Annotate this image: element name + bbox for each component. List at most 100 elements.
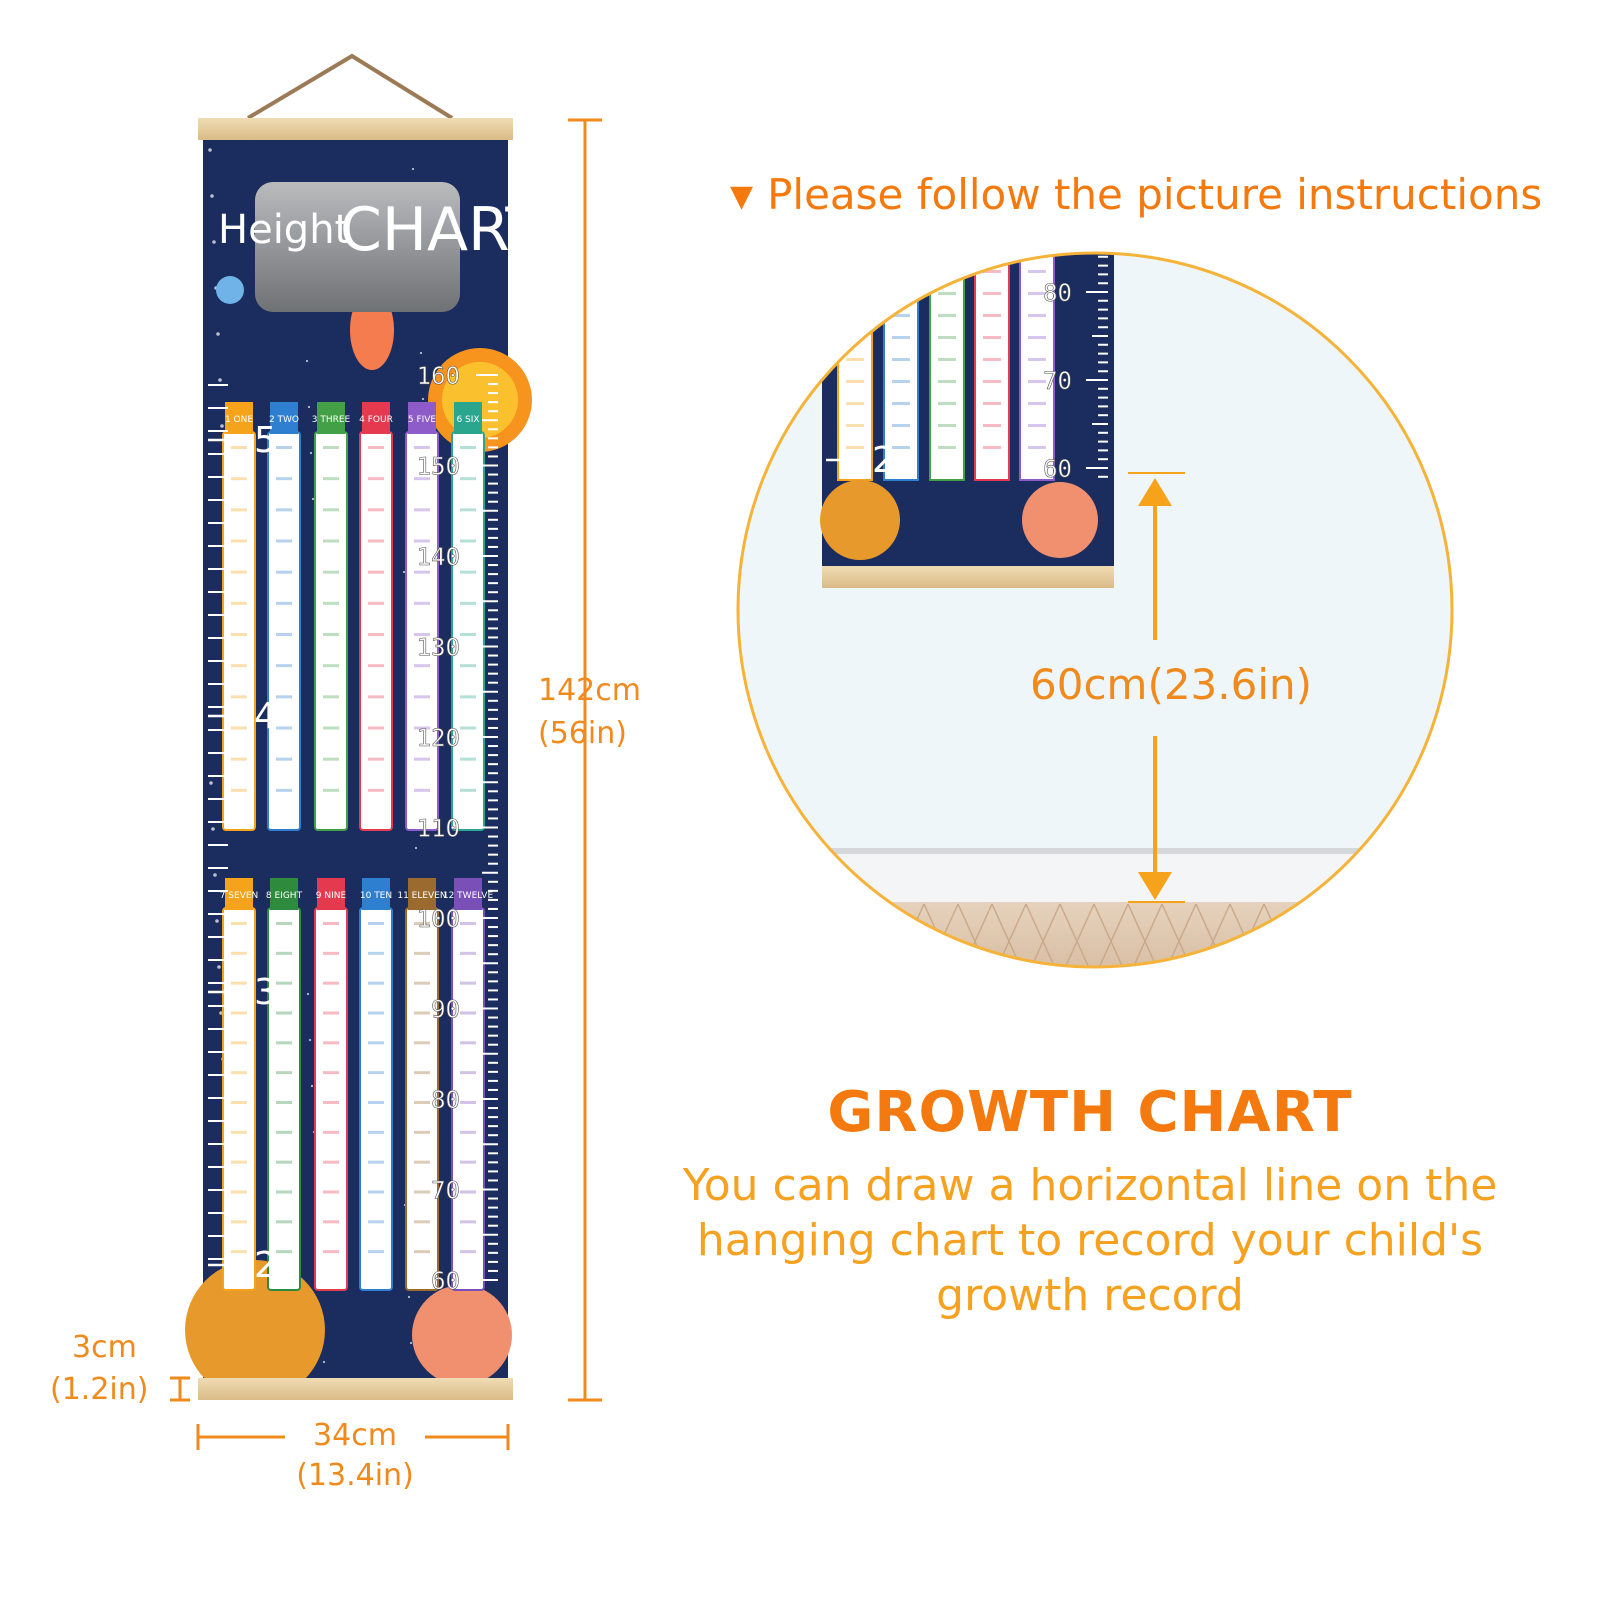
inset-cm-mark-label: 70 (1043, 367, 1072, 395)
table-card (315, 432, 347, 830)
cm-mark-label: 110 (417, 815, 460, 843)
star (407, 1295, 411, 1299)
star (419, 351, 423, 355)
title-plate (255, 182, 460, 312)
table-header (270, 402, 298, 434)
star (218, 378, 222, 382)
cm-mark-label: 60 (431, 1267, 460, 1295)
ft-mark-label: 3 (254, 972, 277, 1013)
table-card (315, 908, 347, 1290)
height-dimension-cm: 142cm (538, 673, 641, 708)
table-header-label: 3 THREE (312, 415, 351, 425)
star (307, 405, 311, 409)
chart-title-chart: CHART (340, 195, 542, 265)
cm-mark-label: 130 (417, 634, 460, 662)
table-header (454, 402, 482, 434)
inset-measurement-label: 60cm(23.6in) (1030, 660, 1313, 709)
table-header (317, 402, 345, 434)
star (402, 570, 406, 574)
width-dimension-cm: 34cm (313, 1418, 397, 1453)
star (219, 1011, 223, 1015)
table-header (454, 878, 482, 910)
star (414, 846, 418, 850)
table-header (317, 878, 345, 910)
inset-table-card (838, 253, 872, 480)
table-header (225, 878, 253, 910)
table-header (362, 878, 390, 910)
table-card (268, 432, 300, 830)
inset-ft-mark-label: 2 (872, 440, 895, 481)
table-card (452, 432, 484, 830)
ft-ruler: 5 4 3 2 (208, 384, 277, 1286)
table-header-label: 11 ELEVEN (397, 891, 446, 901)
cm-mark-label: 140 (417, 543, 460, 571)
inset-cm-mark-label: 80 (1043, 279, 1072, 307)
star (213, 873, 217, 877)
cm-mark-label: 80 (431, 1086, 460, 1114)
cm-mark-label: 150 (417, 453, 460, 481)
triangle-marker-icon: ▼ (730, 179, 754, 214)
table-header (270, 878, 298, 910)
bar-dimension-cm: 3cm (72, 1330, 137, 1365)
growth-description-line-1: You can draw a horizontal line on the (682, 1160, 1498, 1211)
table-card (223, 908, 255, 1290)
table-header-label: 5 FIVE (408, 415, 437, 425)
star (409, 1341, 413, 1345)
cm-mark-label: 160 (417, 362, 460, 390)
table-header-label: 6 SIX (456, 415, 479, 425)
star (411, 167, 415, 171)
star (217, 965, 221, 969)
star (215, 919, 219, 923)
table-header-label: 2 TWO (269, 415, 299, 425)
table-card (406, 432, 438, 830)
star (212, 240, 216, 244)
star (208, 148, 212, 152)
inset-circle-border (736, 251, 1454, 969)
star (322, 1360, 326, 1364)
pink-planet-decoration (412, 1285, 512, 1385)
table-header-label: 8 EIGHT (266, 891, 303, 901)
table-card (268, 908, 300, 1290)
star (311, 497, 315, 501)
star (421, 397, 425, 401)
table-header-label: 7 SEVEN (220, 891, 259, 901)
growth-description-line-3: growth record (936, 1270, 1244, 1321)
multiplication-tables: 1 ONE 2 TWO 3 THREE 4 FOUR 5 FIVE 6 SIX 7 SEVE… (220, 402, 494, 1291)
table-header (408, 402, 436, 434)
inset-wood-bar (822, 566, 1114, 588)
table-header-label: 10 TEN (360, 891, 392, 901)
dimension-lines (170, 118, 602, 1450)
table-header-label: 12 TWELVE (443, 891, 494, 901)
installation-inset: 80 70 60 2 (738, 253, 1452, 967)
growth-chart-title: GROWTH CHART (827, 1080, 1353, 1145)
table-header-label: 9 NINE (316, 891, 347, 901)
growth-description-line-2: hanging chart to record your child's (696, 1215, 1484, 1266)
ft-mark-label: 5 (254, 420, 277, 461)
instructions-headline: ▼ Please follow the picture instructions (730, 170, 1542, 219)
table-card (360, 432, 392, 830)
star (211, 827, 215, 831)
height-dimension-in: (56in) (538, 716, 627, 751)
star (309, 451, 313, 455)
inset-table-card (1020, 253, 1054, 480)
star (305, 359, 309, 363)
table-card (406, 908, 438, 1290)
width-dimension-in: (13.4in) (296, 1458, 414, 1493)
ft-mark-label: 2 (254, 1245, 277, 1286)
bar-dimension-in: (1.2in) (50, 1372, 149, 1407)
headline-text: Please follow the picture instructions (767, 170, 1543, 219)
table-header (225, 402, 253, 434)
table-header-label: 1 ONE (225, 415, 253, 425)
satellite-decoration (216, 276, 244, 304)
ft-mark-label: 4 (254, 696, 277, 737)
table-header (362, 402, 390, 434)
table-header-label: 4 FOUR (359, 415, 393, 425)
inset-cm-mark-label: 60 (1043, 455, 1072, 483)
inset-table-card (975, 253, 1009, 480)
star (310, 1084, 314, 1088)
star (210, 194, 214, 198)
cm-mark-label: 100 (417, 905, 460, 933)
star (308, 1038, 312, 1042)
